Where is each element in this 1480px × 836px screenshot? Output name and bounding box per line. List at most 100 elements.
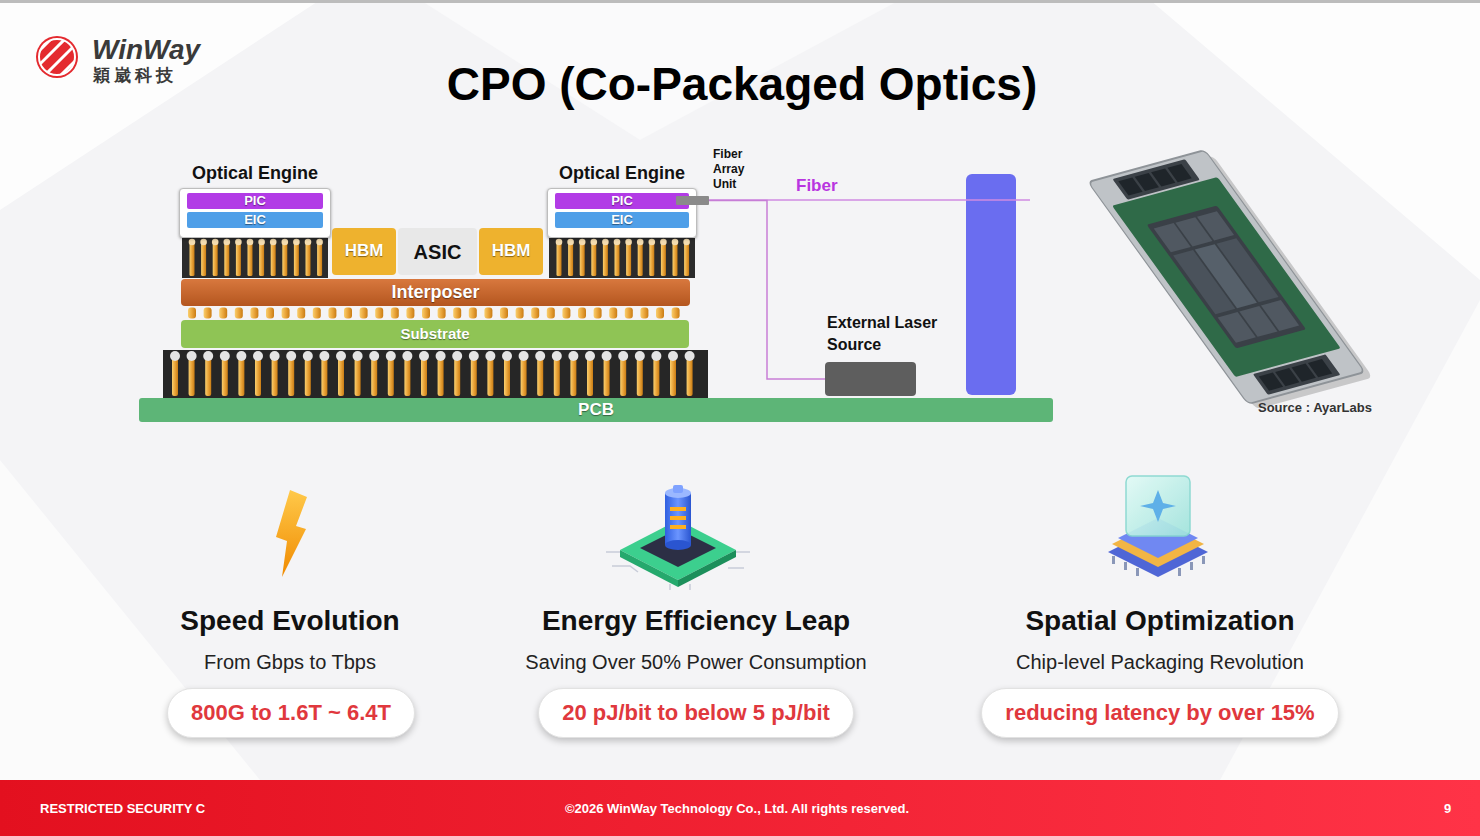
pogo-pin <box>222 357 228 396</box>
rect-part <box>1113 159 1200 199</box>
polyline-part <box>606 551 620 553</box>
base-socket-pins <box>170 351 695 396</box>
pogo-pin <box>294 241 299 276</box>
pogo-pin <box>521 357 527 396</box>
solder-ball <box>386 351 396 361</box>
pogo-pin <box>557 241 562 276</box>
pogo-pin <box>321 357 327 396</box>
eic-layer: EIC <box>555 212 689 228</box>
polyline-part <box>728 567 744 569</box>
bump <box>578 308 586 319</box>
solder-ball <box>436 351 446 361</box>
optical-engine: Optical EnginePICEIC <box>547 188 697 238</box>
feature-subtitle: Saving Over 50% Power Consumption <box>525 650 866 674</box>
pogo-pin <box>201 241 206 276</box>
hbm-die-label: HBM <box>345 241 384 261</box>
metric-pill-label: 800G to 1.6T ~ 6.4T <box>191 700 391 726</box>
rect-part <box>1088 150 1365 404</box>
feature-subtitle: Chip-level Packaging Revolution <box>1016 650 1304 674</box>
bump <box>282 308 290 319</box>
bump <box>204 308 212 319</box>
bump <box>391 308 399 319</box>
pogo-pin <box>580 241 585 276</box>
pogo-pin <box>172 357 178 396</box>
pogo-pin <box>587 357 593 396</box>
bump <box>297 308 305 319</box>
source-note: Source : AyarLabs <box>1258 400 1372 416</box>
eic-layer-label: EIC <box>244 212 266 228</box>
pogo-pin <box>637 357 643 396</box>
rect-part <box>1253 354 1340 394</box>
substrate-layer-label: Substrate <box>400 325 469 343</box>
pcb-board: PCB <box>139 398 1053 422</box>
chip-photo <box>1088 149 1373 410</box>
pogo-pin <box>626 241 631 276</box>
pogo-pin <box>355 357 361 396</box>
rect-part <box>1147 206 1306 349</box>
pogo-pin <box>487 357 493 396</box>
bump <box>328 308 336 319</box>
pogo-pin <box>272 357 278 396</box>
pin-tip <box>637 239 644 246</box>
metric-pill: 20 pJ/bit to below 5 pJ/bit <box>538 688 854 738</box>
pin-tip <box>316 239 323 246</box>
fiber-label: Fiber <box>796 176 838 196</box>
hbm-die-label: HBM <box>492 241 531 261</box>
pogo-pin <box>570 357 576 396</box>
pic-layer: PIC <box>187 193 323 209</box>
bump <box>656 308 664 319</box>
pin-array <box>170 239 695 396</box>
socket-pins <box>189 239 323 276</box>
bump <box>250 308 258 319</box>
pin-tip <box>212 239 219 246</box>
solder-ball <box>519 351 529 361</box>
solder-ball <box>203 351 213 361</box>
solder-ball <box>552 351 562 361</box>
metric-pill: 800G to 1.6T ~ 6.4T <box>167 688 415 738</box>
bump <box>547 308 555 319</box>
solder-ball <box>369 351 379 361</box>
eic-layer-label: EIC <box>611 212 633 228</box>
bump <box>344 308 352 319</box>
pogo-pin <box>620 357 626 396</box>
rect-part <box>665 493 691 545</box>
solder-ball <box>452 351 462 361</box>
solder-ball <box>286 351 296 361</box>
pogo-pin <box>190 241 195 276</box>
solder-ball <box>270 351 280 361</box>
pic-layer-label: PIC <box>244 193 266 209</box>
rect-part <box>670 516 686 520</box>
bump <box>360 308 368 319</box>
pic-layer-label: PIC <box>611 193 633 209</box>
pcb-board-label: PCB <box>578 400 614 420</box>
rect-part <box>1261 300 1299 331</box>
pogo-pin <box>213 241 218 276</box>
feature-subtitle: From Gbps to Tbps <box>204 650 376 674</box>
hbm-die: HBM <box>479 228 543 275</box>
pogo-pin <box>271 241 276 276</box>
solder-ball <box>651 351 661 361</box>
pin-tip <box>282 239 289 246</box>
battery-chip-icon <box>606 485 750 590</box>
pin-tip <box>579 239 586 246</box>
pogo-pin <box>305 357 311 396</box>
laser-source-label: External Laser Source <box>827 312 959 356</box>
solder-ball <box>253 351 263 361</box>
pogo-pin <box>248 241 253 276</box>
page-number: 9 <box>1444 801 1451 817</box>
rect-part <box>670 525 686 529</box>
laser-source: External Laser Source <box>825 362 916 396</box>
rect-part <box>1124 562 1127 570</box>
solder-ball <box>502 351 512 361</box>
solder-ball <box>353 351 363 361</box>
pogo-pin <box>504 357 510 396</box>
pin-tip <box>189 239 196 246</box>
pogo-pin <box>421 357 427 396</box>
polyline-part <box>669 584 671 590</box>
rect-part <box>1202 556 1205 564</box>
asic-die-label: ASIC <box>414 240 462 264</box>
bump <box>266 308 274 319</box>
metric-pill-label: reducing latency by over 15% <box>1005 700 1314 726</box>
pin-tip <box>649 239 656 246</box>
bump <box>406 308 414 319</box>
